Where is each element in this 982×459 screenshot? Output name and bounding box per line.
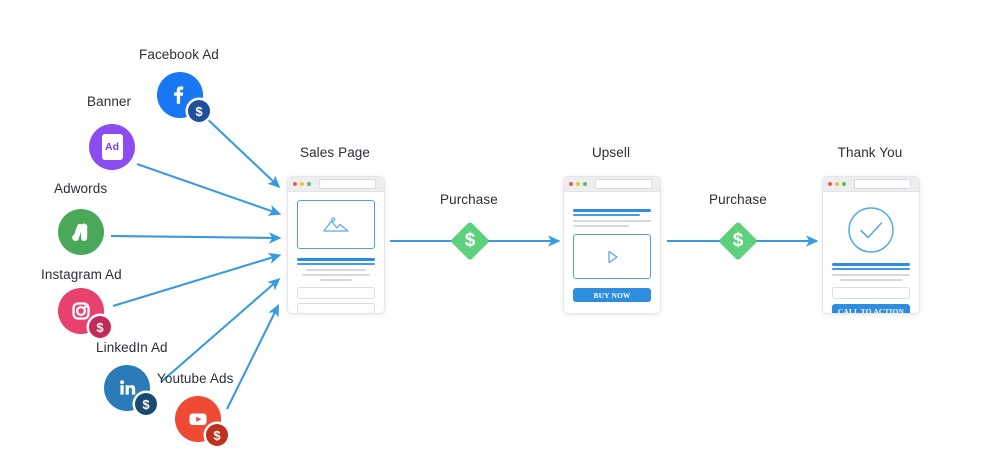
check-circle-icon (848, 207, 894, 253)
browser-mockup-thank-you[interactable]: CALL TO ACTION (822, 176, 920, 314)
stage-title-sales-page: Sales Page (299, 145, 371, 160)
transition-label-purchase-1: Purchase (440, 192, 498, 207)
purchase-badge-2[interactable]: $ (718, 221, 758, 261)
image-placeholder-icon (297, 200, 375, 249)
arrow-banner-to-sales (136, 163, 282, 216)
traffic-light-yellow-dot (835, 182, 839, 186)
text-line-2 (573, 224, 630, 228)
transition-label-purchase-2: Purchase (709, 192, 767, 207)
check-circle-wrap (832, 205, 910, 255)
facebook-glyph (174, 86, 184, 104)
dollar-badge-symbol: $ (213, 427, 221, 443)
dollar-badge-linkedin: $ (135, 393, 157, 415)
youtube-glyph (189, 413, 207, 425)
traffic-light-yellow-dot (300, 182, 304, 186)
headline-bar (573, 209, 651, 212)
dollar-badge-facebook: $ (188, 100, 210, 122)
traffic-light-green-dot (842, 182, 846, 186)
stage-title-upsell: Upsell (591, 145, 631, 160)
source-label-facebook-ad: Facebook Ad (139, 47, 219, 62)
source-icon-instagram-ad[interactable]: $ (58, 288, 111, 338)
text-line-1 (573, 219, 651, 222)
dollar-badge-youtube: $ (206, 424, 228, 446)
banner-ad-icon: Ad (89, 124, 135, 170)
source-label-youtube-ads: Youtube Ads (157, 371, 234, 386)
instagram-glyph (72, 302, 90, 320)
browser-mockup-upsell[interactable]: BUY NOW (563, 176, 661, 314)
browser-mockup-sales-page[interactable]: CALL TO ACTION (287, 176, 385, 314)
text-line-1 (832, 273, 910, 276)
form-field-2[interactable] (297, 303, 375, 313)
banner-ad-card: Ad (101, 134, 123, 160)
traffic-light-green-dot (307, 182, 311, 186)
traffic-light-yellow-dot (576, 182, 580, 186)
arrow-linkedin-to-sales (160, 277, 281, 383)
google-adwords-icon (58, 209, 104, 255)
headline-bar (297, 258, 375, 261)
text-line-2 (839, 278, 903, 282)
arrow-facebook-to-sales (201, 113, 281, 189)
headline-bar-2 (297, 263, 375, 265)
cta-button-upsell[interactable]: BUY NOW (573, 288, 651, 303)
dollar-badge-symbol: $ (142, 396, 150, 412)
source-icon-adwords[interactable] (58, 209, 104, 255)
adwords-glyph (72, 223, 88, 241)
browser-chrome-bar (823, 177, 919, 192)
source-label-banner: Banner (87, 94, 132, 109)
source-icon-youtube-ads[interactable]: $ (175, 396, 228, 446)
purchase-badge-1[interactable]: $ (450, 221, 490, 261)
banner-ad-text: Ad (105, 141, 119, 153)
form-field-1[interactable] (297, 287, 375, 300)
video-play-icon[interactable] (573, 234, 651, 280)
dollar-symbol: $ (464, 230, 476, 251)
source-icon-facebook-ad[interactable]: $ (157, 72, 210, 122)
browser-url-bar[interactable] (319, 179, 376, 189)
text-line-1 (305, 268, 367, 271)
source-icon-linkedin-ad[interactable]: $ (104, 365, 157, 415)
traffic-light-red-dot (293, 182, 297, 186)
upsell-body: BUY NOW (564, 192, 660, 312)
traffic-light-green-dot (583, 182, 587, 186)
dollar-badge-symbol: $ (195, 103, 203, 119)
linkedin-glyph (120, 380, 136, 395)
source-label-adwords: Adwords (54, 181, 108, 196)
browser-chrome-bar (288, 177, 384, 192)
traffic-light-red-dot (569, 182, 573, 186)
form-field-1[interactable] (832, 287, 910, 300)
traffic-light-red-dot (828, 182, 832, 186)
sales-page-body: CALL TO ACTION (288, 192, 384, 313)
arrow-adwords-to-sales (110, 232, 282, 244)
thank-you-body: CALL TO ACTION (823, 192, 919, 313)
headline-bar-2 (573, 214, 641, 216)
arrow-youtube-to-sales (226, 303, 280, 410)
headline-bar (832, 263, 910, 266)
text-line-3 (320, 279, 352, 282)
arrow-instagram-to-sales (112, 252, 282, 308)
mountain-photo-glyph (323, 217, 349, 232)
stage-title-thank-you: Thank You (837, 145, 903, 160)
source-label-linkedin-ad: LinkedIn Ad (96, 340, 168, 355)
text-line-2 (301, 273, 371, 277)
dollar-symbol: $ (732, 230, 744, 251)
source-label-instagram-ad: Instagram Ad (41, 267, 122, 282)
browser-chrome-bar (564, 177, 660, 192)
headline-bar-2 (832, 268, 910, 270)
dollar-badge-instagram: $ (89, 316, 111, 338)
dollar-badge-symbol: $ (96, 319, 104, 335)
source-icon-banner[interactable]: Ad (89, 124, 135, 170)
browser-url-bar[interactable] (595, 179, 652, 189)
play-triangle-glyph (608, 250, 618, 263)
cta-button-thank-you[interactable]: CALL TO ACTION (832, 304, 910, 313)
browser-url-bar[interactable] (854, 179, 911, 189)
